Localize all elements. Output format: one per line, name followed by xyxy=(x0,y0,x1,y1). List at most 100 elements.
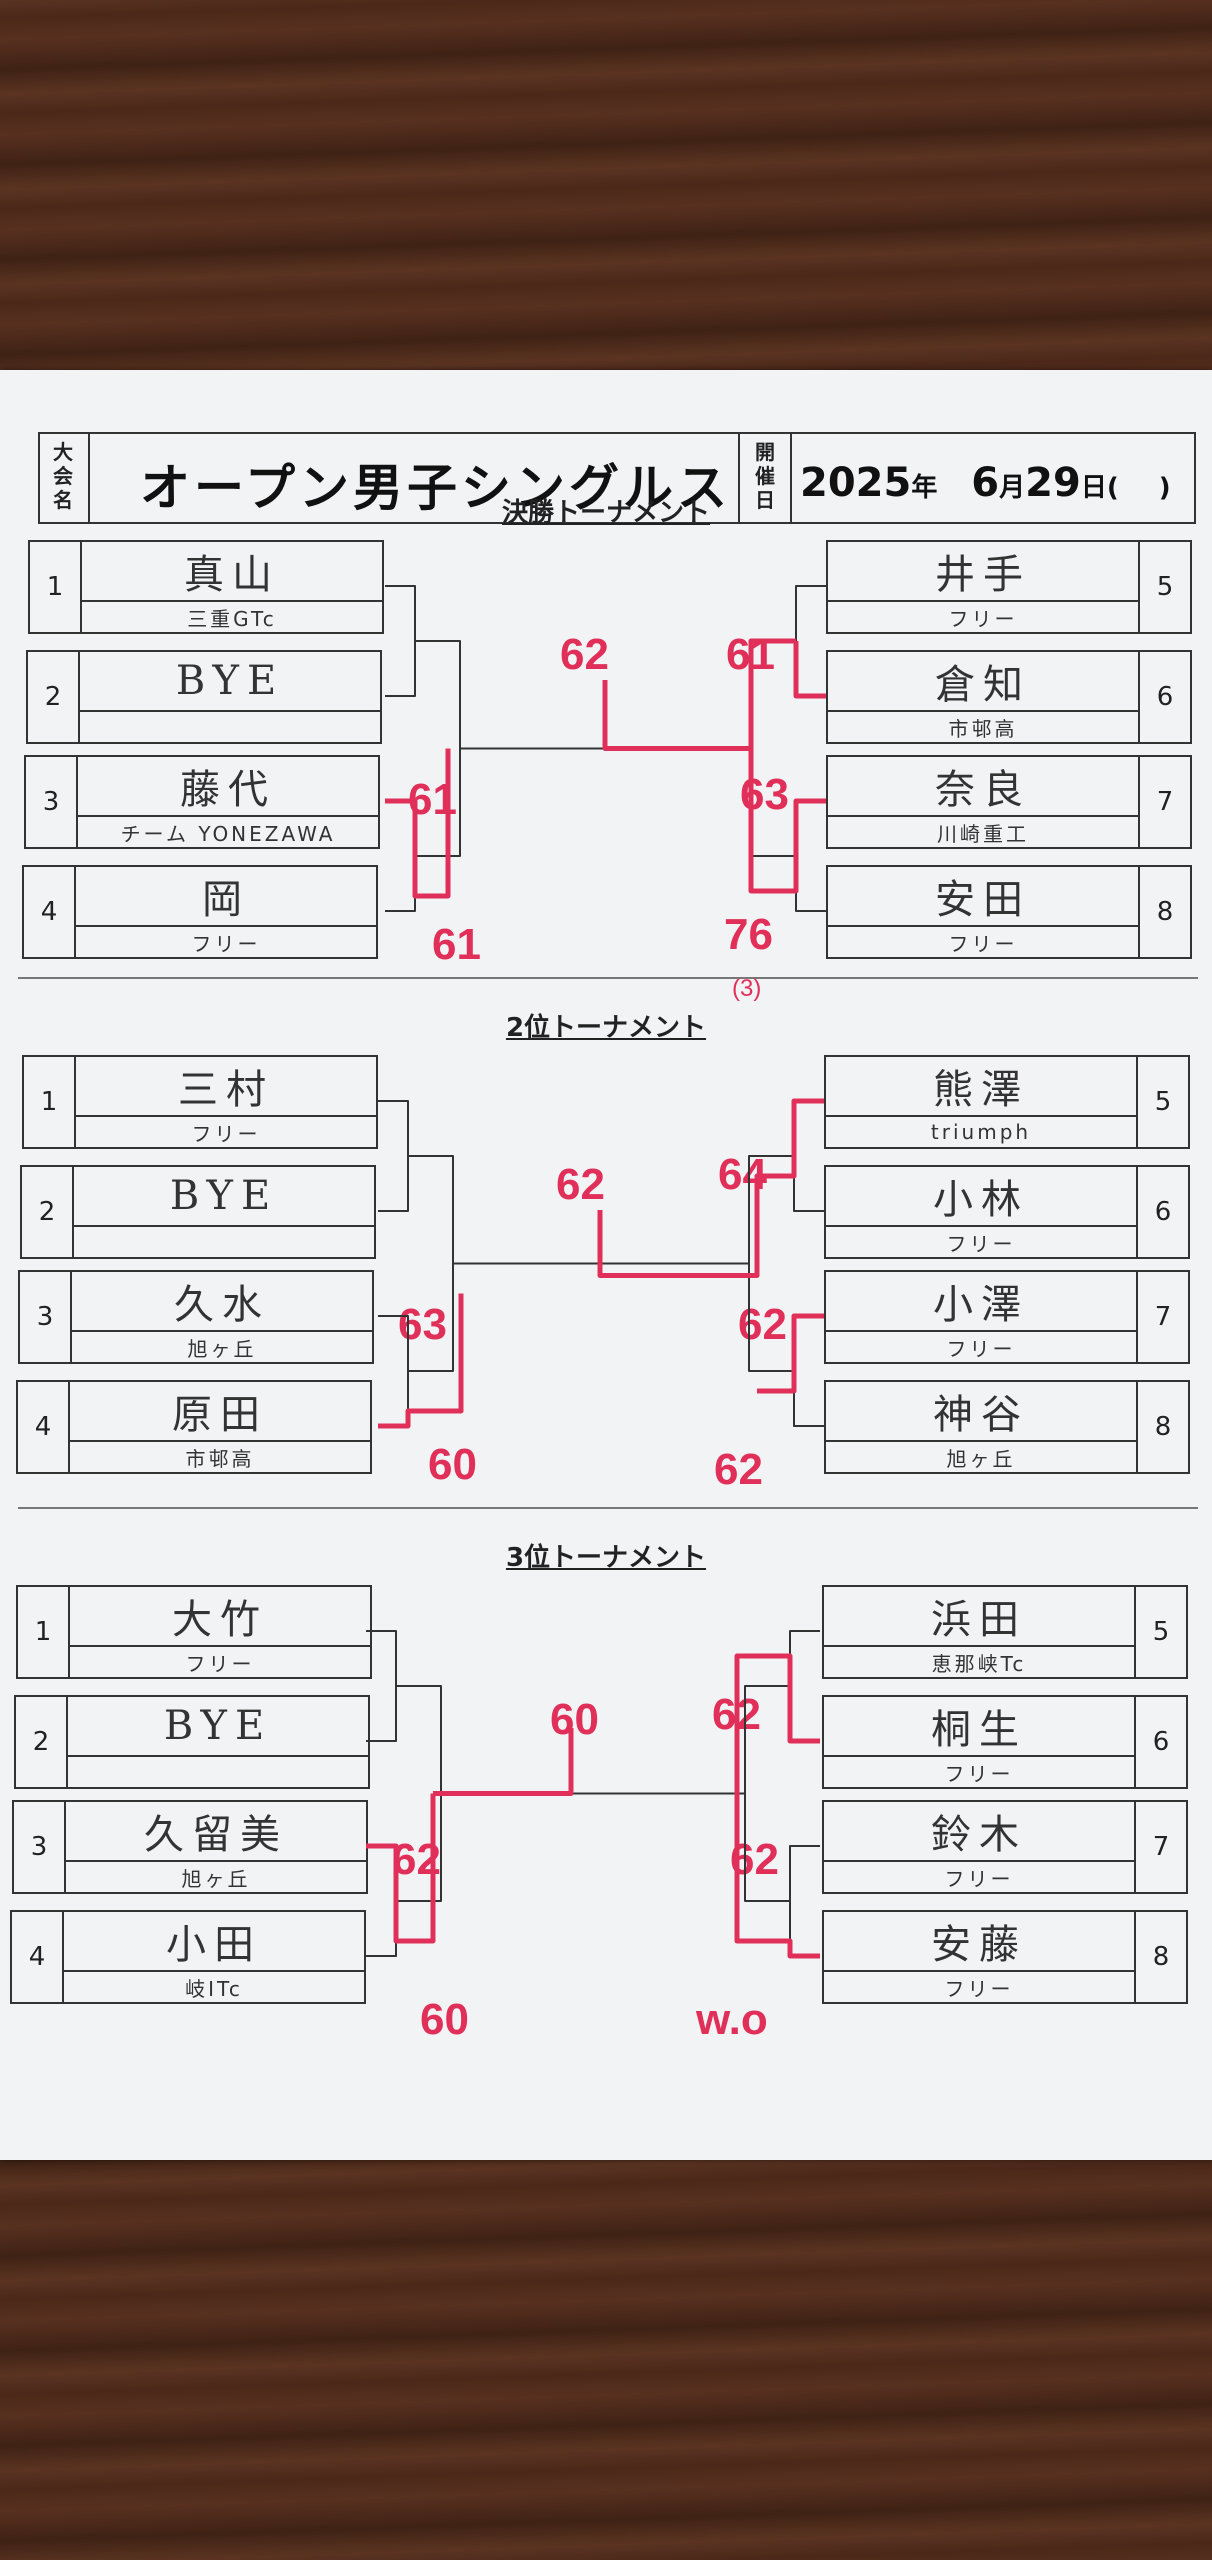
player-box: 桐生フリー xyxy=(822,1695,1136,1789)
seed-number: 6 xyxy=(1136,1165,1190,1259)
player-team: 市邨高 xyxy=(185,1446,255,1471)
seed-number: 6 xyxy=(1134,1695,1188,1789)
bracket-line xyxy=(385,585,416,697)
player-box: 三村フリー xyxy=(74,1055,378,1149)
score-final: 62 xyxy=(560,630,609,679)
bracket-line xyxy=(793,1100,824,1212)
winner-line xyxy=(734,1793,820,1959)
player-name: 久水 xyxy=(72,1272,372,1332)
player-team: 恵那峡Tc xyxy=(931,1651,1027,1676)
bracket-line xyxy=(378,1100,409,1212)
player-team: 市邨高 xyxy=(948,716,1018,741)
seed-number: 4 xyxy=(10,1910,64,2004)
player-box: 原田市邨高 xyxy=(68,1380,372,1474)
player-name: 岡 xyxy=(76,867,376,927)
player-name: 小田 xyxy=(64,1912,364,1972)
bracket-line xyxy=(744,1685,790,1902)
date-year: 2025 xyxy=(800,460,912,506)
seed-number: 7 xyxy=(1136,1270,1190,1364)
player-team: フリー xyxy=(944,1761,1014,1786)
score-final: 60 xyxy=(550,1695,599,1744)
date-month-unit: 月 xyxy=(999,473,1026,503)
player-team: フリー xyxy=(191,1121,261,1146)
player-name: 奈良 xyxy=(828,757,1138,817)
player-team: フリー xyxy=(946,1231,1016,1256)
label-taikaimei: 大会名 xyxy=(53,440,73,512)
seed-number: 5 xyxy=(1136,1055,1190,1149)
seed-number: 5 xyxy=(1134,1585,1188,1679)
section-divider xyxy=(18,977,1198,979)
bracket-line xyxy=(748,1155,794,1372)
bracket-line xyxy=(366,1630,397,1742)
label-kaisaibi: 開催日 xyxy=(755,440,775,512)
player-name: 熊澤 xyxy=(826,1057,1136,1117)
winner-line xyxy=(748,748,826,894)
seed-number: 3 xyxy=(18,1270,72,1364)
seed-number: 2 xyxy=(26,650,80,744)
player-box: 小林フリー xyxy=(824,1165,1138,1259)
player-box: BYE xyxy=(66,1695,370,1789)
bracket-line xyxy=(408,1155,454,1372)
bracket-line xyxy=(415,640,461,857)
player-box: 大竹フリー xyxy=(68,1585,372,1679)
player-name: 三村 xyxy=(76,1057,376,1117)
bracket-sheet: 大会名 オープン男子シングルス 開催日 2025年 6月29日() 決勝トーナメ… xyxy=(0,370,1212,2160)
seed-number: 3 xyxy=(12,1800,66,1894)
player-name: BYE xyxy=(68,1697,368,1757)
seed-number: 4 xyxy=(22,865,76,959)
seed-number: 2 xyxy=(20,1165,74,1259)
winner-line xyxy=(433,1728,574,1796)
score-left-semi: 63 xyxy=(398,1300,447,1349)
player-box: 久留美旭ヶ丘 xyxy=(64,1800,368,1894)
date-year-unit: 年 xyxy=(911,473,938,503)
player-box: 久水旭ヶ丘 xyxy=(70,1270,374,1364)
bracket-line xyxy=(385,800,416,912)
seed-number: 8 xyxy=(1134,1910,1188,2004)
section-title: 2位トーナメント xyxy=(505,1013,707,1043)
player-team: フリー xyxy=(944,1976,1014,2001)
player-box: 井手フリー xyxy=(826,540,1140,634)
score-right-semi: 62 xyxy=(738,1300,787,1349)
player-name: 鈴木 xyxy=(824,1802,1134,1862)
player-box: BYE xyxy=(72,1165,376,1259)
player-box: 岡フリー xyxy=(74,865,378,959)
event-name: オープン男子シングルス xyxy=(140,459,731,517)
player-name: 安藤 xyxy=(824,1912,1134,1972)
player-team: triumph xyxy=(930,1120,1032,1144)
player-team: フリー xyxy=(946,1336,1016,1361)
player-name: BYE xyxy=(80,652,380,712)
winner-line xyxy=(378,1293,464,1429)
player-name: 安田 xyxy=(828,867,1138,927)
header-box xyxy=(38,432,1196,524)
player-team: 三重GTc xyxy=(187,606,277,631)
player-entry-right: 安藤フリー 8 xyxy=(822,1910,1194,2004)
section-title: 決勝トーナメント xyxy=(501,498,710,528)
player-box: 倉知市邨高 xyxy=(826,650,1140,744)
score-right-r1-bottom: w.o xyxy=(696,1995,768,2044)
player-name: 藤代 xyxy=(78,757,378,817)
bracket-line xyxy=(378,1315,409,1427)
player-team: フリー xyxy=(191,931,261,956)
seed-number: 7 xyxy=(1138,755,1192,849)
winner-line xyxy=(793,641,826,699)
player-name: 真山 xyxy=(82,542,382,602)
bracket-line xyxy=(789,1630,820,1742)
date-day: 29 xyxy=(1025,460,1081,506)
date-day-unit: 日( xyxy=(1080,473,1119,503)
